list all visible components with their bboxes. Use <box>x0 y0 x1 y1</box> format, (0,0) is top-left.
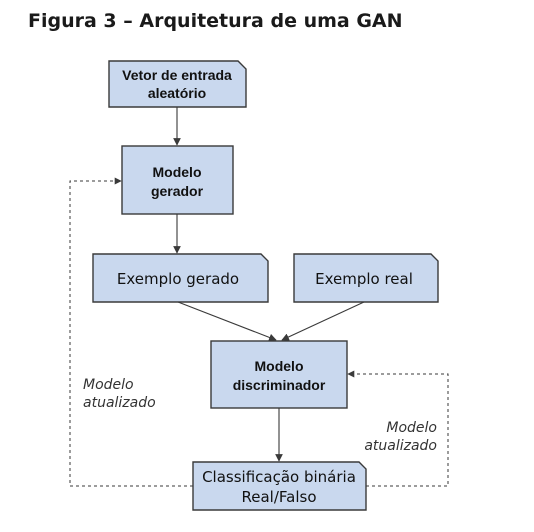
right-feedback-label-line1: Modelo <box>386 420 437 436</box>
discriminator-node: Modelo discriminador <box>210 340 348 409</box>
classification-node: Classificação binária Real/Falso <box>192 461 367 511</box>
left-feedback-label-line1: Modelo <box>83 377 134 393</box>
figure-title: Figura 3 – Arquitetura de uma GAN <box>28 10 403 32</box>
real-example-node: Exemplo real <box>293 253 439 303</box>
generated-example-label: Exemplo gerado <box>117 270 239 288</box>
arrow-generated-to-discriminator <box>177 301 277 342</box>
input-vector-node: Vetor de entrada aleatório <box>108 60 247 108</box>
generator-label-line1: Modelo <box>153 164 202 180</box>
generator-label-line2: gerador <box>151 183 204 199</box>
generated-example-node: Exemplo gerado <box>92 253 269 303</box>
right-feedback-label-line2: atualizado <box>364 438 437 454</box>
left-feedback-label-line2: atualizado <box>83 395 156 411</box>
classification-label-line1: Classificação binária <box>202 468 356 486</box>
generator-node: Modelo gerador <box>121 145 234 215</box>
input-vector-label-line2: aleatório <box>148 85 206 101</box>
feedback-to-generator-line <box>69 177 193 487</box>
discriminator-label-line2: discriminador <box>233 377 326 393</box>
arrow-real-to-discriminator <box>281 301 365 341</box>
feedback-to-discriminator-line <box>347 370 449 487</box>
classification-label-line2: Real/Falso <box>242 488 317 506</box>
input-vector-label-line1: Vetor de entrada <box>122 67 232 83</box>
real-example-label: Exemplo real <box>315 270 413 288</box>
discriminator-label-line1: Modelo <box>255 358 304 374</box>
